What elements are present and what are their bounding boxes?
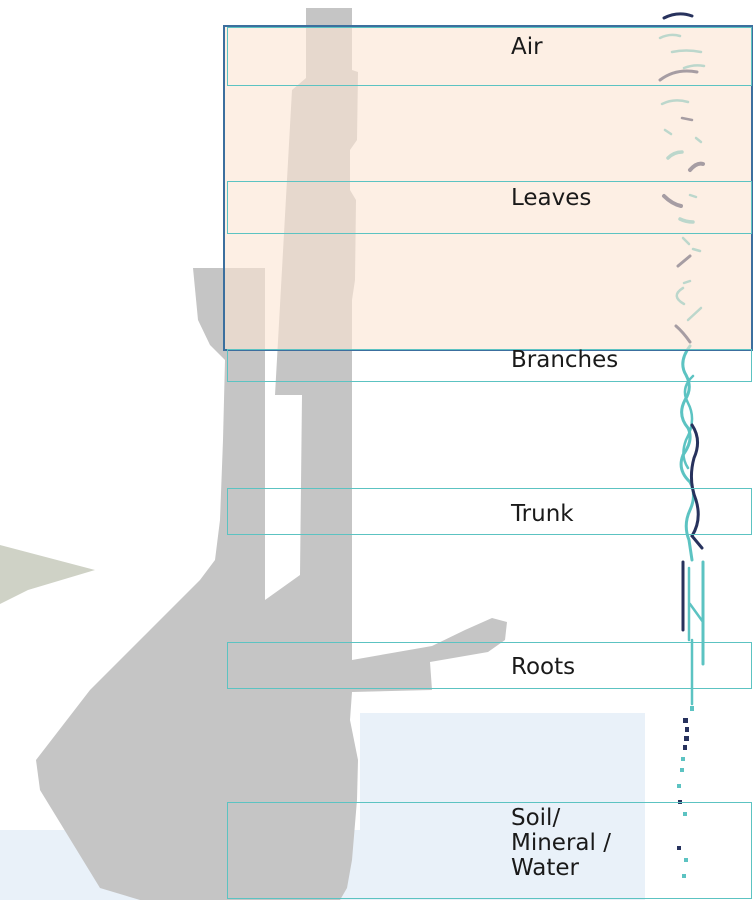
layer-label-air: Air [511,35,543,60]
layer-box-leaves [227,181,752,234]
layer-box-air [227,27,752,86]
layer-box-trunk [227,488,752,535]
terrain-patch [0,545,95,604]
layer-label-soil: Soil/ Mineral / Water [511,806,611,881]
layer-box-branches [227,349,752,382]
layer-box-soil [227,802,752,899]
layer-box-roots [227,642,752,689]
layer-label-leaves: Leaves [511,186,591,211]
layer-label-trunk: Trunk [511,502,574,527]
layer-label-roots: Roots [511,655,575,680]
layer-label-branches: Branches [511,348,618,373]
